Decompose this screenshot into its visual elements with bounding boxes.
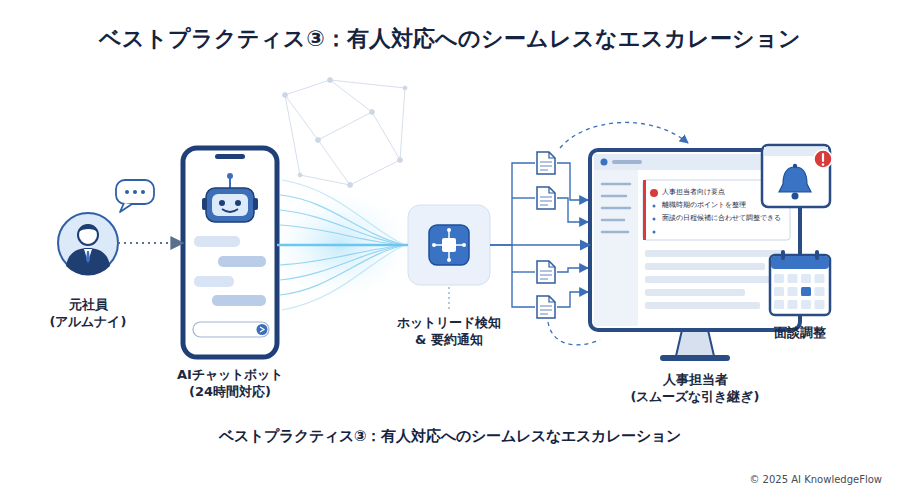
detection-hub: ホットリード検知 & 要約通知 xyxy=(408,205,490,285)
node-label: ホットリード検知 & 要約通知 xyxy=(393,315,505,349)
calendar-cell xyxy=(788,287,798,296)
calendar-cell xyxy=(801,287,811,296)
escalation-arrow xyxy=(490,244,590,246)
node-label: AIチャットボット (24時間対応) xyxy=(162,367,298,401)
screen-text: 人事担当者向け要点 xyxy=(662,188,725,197)
node-label: 人事担当者 (スムーズな引き継ぎ) xyxy=(610,372,780,406)
copyright: © 2025 AI KnowledgeFlow xyxy=(749,474,882,485)
calendar-icon: 面談調整 xyxy=(770,255,830,315)
dotted-arrow xyxy=(118,242,183,244)
calendar-cell xyxy=(774,300,784,309)
title: ベストプラクティス③：有人対応へのシームレスなエスカレーション xyxy=(0,24,900,54)
screen-text: 離職時期のポイントを整理 xyxy=(662,201,746,210)
chatbot-phone: AIチャットボット (24時間対応) xyxy=(183,148,277,357)
screen-text: 面談の日程候補に合わせて調整できる xyxy=(662,214,781,223)
calendar-cell xyxy=(788,300,798,309)
caption: ベストプラクティス③：有人対応へのシームレスなエスカレーション xyxy=(0,427,900,446)
calendar-cell xyxy=(801,300,811,309)
calendar-cell xyxy=(815,287,825,296)
hr-monitor: 人事担当者 (スムーズな引き継ぎ) xyxy=(590,150,800,330)
alumni-person: 元社員 (アルムナイ) xyxy=(58,213,118,273)
node-label: 面談調整 xyxy=(760,325,840,342)
calendar-cell xyxy=(788,274,798,283)
node-label: 元社員 (アルムナイ) xyxy=(40,297,136,331)
calendar-cell xyxy=(774,274,784,283)
data-flow xyxy=(277,244,408,247)
calendar-cell xyxy=(801,274,811,283)
calendar-cell xyxy=(815,274,825,283)
calendar-cell xyxy=(815,300,825,309)
calendar-cell xyxy=(774,287,784,296)
